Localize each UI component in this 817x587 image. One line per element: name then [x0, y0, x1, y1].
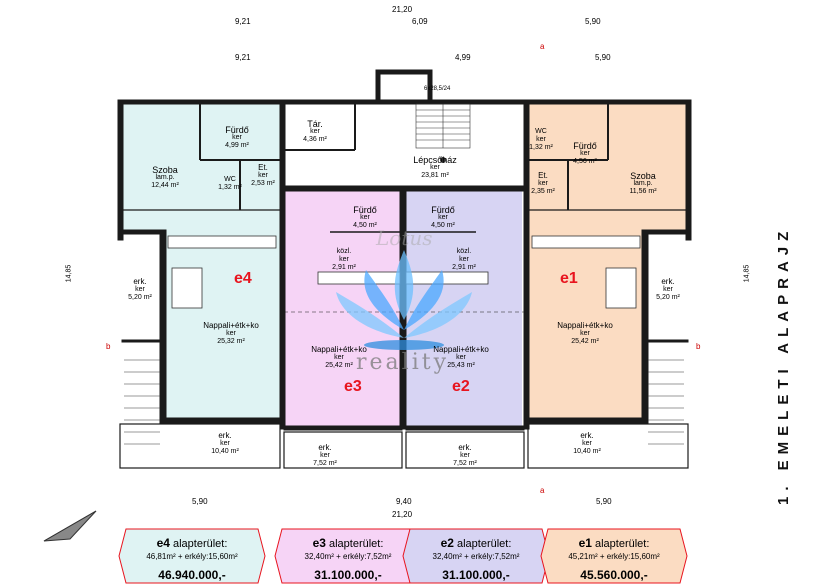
- summary-unit: e4: [156, 536, 170, 550]
- unit-label-e1: e1: [560, 270, 578, 287]
- dim-bottom-left: 5,90: [192, 497, 208, 506]
- summary-area: 32,40m² + erkély:7,52m²: [304, 552, 392, 561]
- summary-card-e3: e3 alapterület: 32,40m² + erkély:7,52m² …: [274, 528, 422, 584]
- room-erk-e4: erk. ker 10,40 m²: [211, 431, 239, 456]
- summary-unit: e2: [440, 536, 454, 550]
- room-erk-e3: erk. ker 7,52 m²: [313, 443, 337, 468]
- dim-top-right: 5,90: [585, 17, 601, 26]
- room-furdo-e3: Fürdő ker 4,50 m²: [353, 205, 377, 230]
- mark-b-right: b: [696, 342, 701, 351]
- unit-label-e2: e2: [452, 378, 470, 395]
- mark-a-bottom: a: [540, 486, 545, 495]
- stair-note: 6x28,5/24: [424, 86, 451, 92]
- walls: [117, 69, 692, 431]
- unit-e1-fill-lower: [528, 232, 642, 418]
- summary-price: 46.940.000,-: [158, 568, 226, 582]
- unit-label-e4: e4: [234, 270, 252, 287]
- room-et-e4: Et. ker 2,53 m²: [251, 163, 275, 188]
- dim-bottom-right: 5,90: [596, 497, 612, 506]
- summary-suffix: alapterület:: [456, 538, 512, 550]
- room-wc-e1: WC ker 1,32 m²: [529, 128, 553, 151]
- stair-arrow-icon: [440, 157, 446, 163]
- plan-title-text: 1. EMELETI ALAPRAJZ: [775, 226, 792, 505]
- room-lepcsohaz: Lépcsőház ker 23,81 m²: [413, 155, 457, 180]
- north-arrow-icon: [43, 510, 97, 542]
- room-furdo-e1: Fürdő ker 4,56 m²: [573, 141, 597, 166]
- room-et-e1: Et. ker 2,35 m²: [531, 171, 555, 196]
- summary-suffix: alapterület:: [328, 538, 384, 550]
- room-wc-e4: WC 1,32 m²: [218, 176, 242, 191]
- summary-price: 45.560.000,-: [580, 568, 648, 582]
- summary-area: 32,40m² + erkély:7,52m²: [432, 552, 520, 561]
- room-tar: Tár. ker 4,36 m²: [303, 119, 327, 144]
- balcony-railings: [119, 359, 689, 469]
- dim-top-right2: 5,90: [595, 53, 611, 62]
- kitchen-counters: [167, 235, 641, 309]
- room-nappali-e3: Nappali+étk+ko ker 25,42 m²: [311, 345, 367, 370]
- summary-card-frame: [540, 528, 688, 584]
- dim-top-left: 9,21: [235, 17, 251, 26]
- room-nappali-e2: Nappali+étk+ko ker 25,43 m²: [433, 345, 489, 370]
- plan-title: 1. EMELETI ALAPRAJZ: [775, 226, 792, 505]
- dim-bottom-mid: 9,40: [396, 497, 412, 506]
- room-erk-e1-side: erk. ker 5,20 m²: [656, 277, 680, 302]
- summary-card-e1: e1 alapterület: 45,21m² + erkély:15,60m²…: [540, 528, 688, 584]
- room-erk-e1: erk. ker 10,40 m²: [573, 431, 601, 456]
- room-nappali-e4: Nappali+étk+ko ker 25,32 m²: [203, 321, 259, 346]
- lotus-watermark-icon: [336, 250, 472, 350]
- dim-bottom-total: 21,20: [392, 510, 413, 519]
- summary-area: 46,81m² + erkély:15,60m²: [146, 552, 238, 561]
- dim-top-left2: 9,21: [235, 53, 251, 62]
- room-szoba-e4: Szoba lam.p. 12,44 m²: [151, 165, 179, 190]
- summary-card-e4: e4 alapterület: 46,81m² + erkély:15,60m²…: [118, 528, 266, 584]
- summary-card-frame: [118, 528, 266, 584]
- summary-unit: e1: [578, 536, 592, 550]
- mark-a-top: a: [540, 42, 545, 51]
- room-kozl-e2: közl. ker 2,91 m²: [452, 248, 476, 271]
- room-nappali-e1: Nappali+étk+ko ker 25,42 m²: [557, 321, 613, 346]
- staircase: [415, 103, 471, 149]
- summary-suffix: alapterület:: [172, 538, 228, 550]
- summary-unit: e3: [312, 536, 326, 550]
- room-furdo-e2: Fürdő ker 4,50 m²: [431, 205, 455, 230]
- summary-suffix: alapterület:: [594, 538, 650, 550]
- unit-e4-fill-lower: [166, 232, 280, 418]
- mark-b-left: b: [106, 342, 111, 351]
- dim-top-mid: 6,09: [412, 17, 428, 26]
- dim-top-mid2: 4,99: [455, 53, 471, 62]
- dim-top-total: 21,20: [392, 5, 413, 14]
- room-kozl-e3: közl. ker 2,91 m²: [332, 248, 356, 271]
- unit-label-e3: e3: [344, 378, 362, 395]
- watermark-text: reality: [356, 350, 449, 375]
- room-szoba-e1: Szoba lam.p. 11,56 m²: [629, 171, 657, 196]
- summary-card-frame: [402, 528, 550, 584]
- watermark-script: Lotus: [376, 226, 433, 250]
- summary-price: 31.100.000,-: [442, 568, 510, 582]
- room-erk-e4-side: erk. ker 5,20 m²: [128, 277, 152, 302]
- room-furdo-e4: Fürdő ker 4,99 m²: [225, 125, 249, 150]
- summary-area: 45,21m² + erkély:15,60m²: [568, 552, 660, 561]
- summary-price: 31.100.000,-: [314, 568, 382, 582]
- summary-card-e2: e2 alapterület: 32,40m² + erkély:7,52m² …: [402, 528, 550, 584]
- room-erk-e2: erk. ker 7,52 m²: [453, 443, 477, 468]
